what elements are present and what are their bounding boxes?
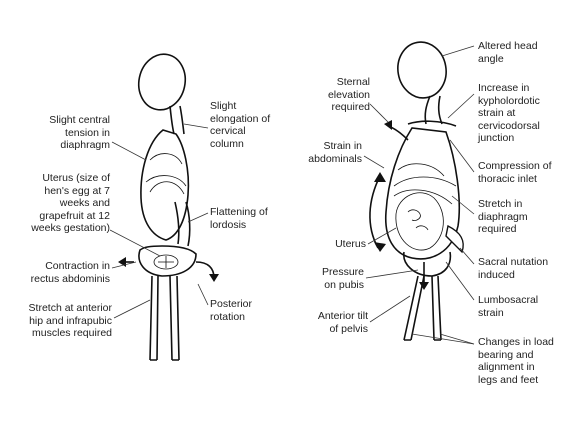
left-lumbar-spine: [174, 201, 191, 247]
label-contraction: Contraction in rectus abdominis: [30, 260, 110, 285]
left-arrowhead-left: [118, 257, 126, 267]
leader-anterior-tilt: [369, 295, 411, 323]
leader-central-tension: [111, 141, 147, 161]
leader-diaphragm: [451, 195, 475, 215]
leader-changes-load-1: [411, 333, 475, 345]
leader-head-angle: [441, 45, 475, 57]
right-pubis-arrowhead: [419, 282, 429, 290]
leader-stretch-hip: [113, 299, 151, 319]
left-uterus-detail: [158, 256, 174, 268]
left-pelvis-shape: [138, 245, 197, 277]
left-diaphragm-shape: [149, 181, 185, 195]
label-lumbosacral: Lumbosacral strain: [478, 294, 539, 319]
label-sacral: Sacral nutation induced: [478, 256, 549, 281]
left-thorax-shape: [140, 129, 190, 241]
left-arrowhead-rotation: [209, 274, 219, 282]
leader-elongation: [183, 123, 209, 129]
right-sacrum-shape: [445, 224, 464, 254]
leader-kypho: [447, 93, 475, 119]
label-central-tension: Slight central tension in diaphragm: [49, 114, 110, 151]
right-strain-arrowhead-top: [374, 172, 386, 182]
label-changes-load: Changes in load bearing and alignment in…: [478, 336, 554, 386]
right-inner-line-2: [393, 189, 453, 205]
leader-contraction: [111, 261, 137, 269]
label-posterior-rotation: Posterior rotation: [210, 298, 253, 323]
left-uterus-shape: [153, 254, 179, 270]
leader-changes-load-2: [439, 333, 475, 345]
right-neck-shape: [424, 95, 443, 125]
label-diaphragm: Stretch in diaphragm required: [478, 198, 528, 235]
right-torso-shape: [385, 127, 461, 260]
right-leader-lines: [363, 45, 475, 345]
right-inner-line-1: [397, 163, 445, 177]
right-strain-arrow: [369, 175, 381, 249]
left-rib-lines: [145, 153, 187, 187]
right-uterus-shape: [395, 192, 444, 251]
right-sternal-arrowhead: [384, 120, 392, 130]
leader-flattening: [187, 212, 209, 223]
label-elongation: Slight elongation of cervical column: [210, 100, 271, 150]
left-legs: [149, 275, 180, 361]
right-head-shape: [397, 41, 447, 99]
label-head-angle: Altered head angle: [478, 40, 538, 65]
right-collar-shape: [407, 120, 457, 127]
right-torso-figure: [369, 41, 464, 341]
label-stretch-hip: Stretch at anterior hip and infrapubic m…: [28, 302, 112, 339]
label-flattening: Flattening of lordosis: [210, 206, 268, 231]
leader-lumbosacral: [445, 261, 475, 301]
label-uterus: Uterus: [335, 238, 366, 250]
left-head-shape: [137, 53, 187, 111]
label-strain-abd: Strain in abdominals: [308, 140, 362, 165]
label-pubis: Pressure on pubis: [321, 266, 364, 291]
leader-posterior-rotation: [197, 283, 209, 306]
leader-uterus-size: [109, 229, 161, 257]
leader-sternal: [369, 103, 389, 123]
leader-sacral: [459, 247, 475, 265]
right-strain-arrowhead-bottom: [374, 242, 386, 252]
label-uterus-size: Uterus (size of hen's egg at 7 weeks and…: [31, 172, 110, 234]
left-torso-figure: [118, 53, 219, 361]
left-neck-shape: [169, 105, 185, 135]
label-kypho: Increase in kypholordotic strain at cerv…: [478, 82, 540, 144]
leader-thoracic: [449, 139, 475, 173]
label-thoracic: Compression of thoracic inlet: [478, 160, 552, 185]
right-pelvis-shape: [403, 251, 452, 277]
leader-pubis: [365, 269, 419, 279]
label-anterior-tilt: Anterior tilt of pelvis: [317, 310, 368, 335]
left-leader-lines: [109, 123, 209, 319]
leader-uterus: [367, 227, 397, 245]
right-legs: [403, 275, 442, 341]
right-diaphragm-curve: [393, 176, 457, 187]
label-sternal: Sternal elevation required: [327, 76, 370, 113]
leader-strain-abd: [363, 155, 385, 169]
right-fetus-detail: [407, 209, 429, 231]
